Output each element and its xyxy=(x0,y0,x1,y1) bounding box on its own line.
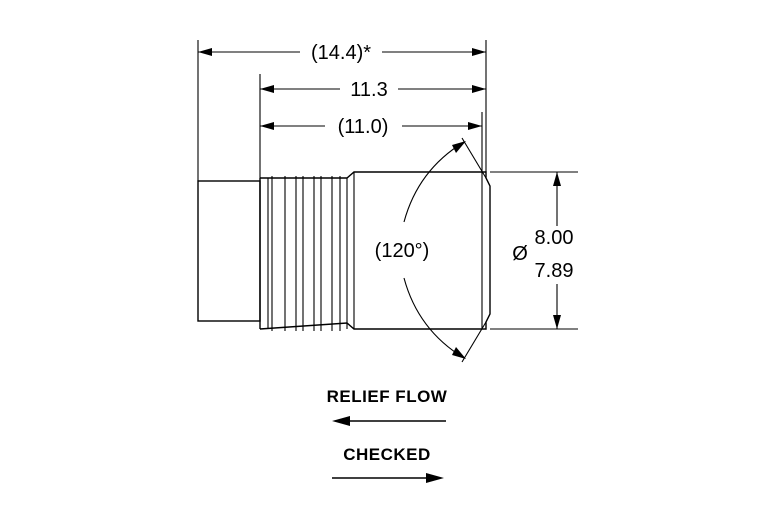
checked-label: CHECKED xyxy=(343,445,431,464)
extension-lines xyxy=(197,40,578,330)
overall-length-dimension: (14.4)* xyxy=(198,42,486,64)
diameter-min-label: 7.89 xyxy=(535,260,574,282)
flow-legend: RELIEF FLOW CHECKED xyxy=(327,387,448,483)
angle-label: (120°) xyxy=(375,240,430,262)
angle-dimension: (120°) xyxy=(375,137,487,363)
cartridge-body xyxy=(197,171,491,331)
grooved-section xyxy=(259,171,491,330)
diameter-symbol: Ø xyxy=(512,243,528,265)
overall-length-label: (14.4)* xyxy=(311,42,371,64)
right-arrow-icon xyxy=(426,473,444,483)
ref-length-label: (11.0) xyxy=(338,116,389,138)
left-arrow-icon xyxy=(332,416,350,426)
ref-length-dimension: (11.0) xyxy=(260,116,482,138)
diameter-dimension: Ø 8.00 7.89 xyxy=(512,172,573,329)
diameter-max-label: 8.00 xyxy=(535,227,574,249)
body-length-label: 11.3 xyxy=(350,79,387,101)
body-length-dimension: 11.3 xyxy=(260,79,486,101)
relief-flow-label: RELIEF FLOW xyxy=(327,387,448,406)
insert-section xyxy=(197,180,261,322)
